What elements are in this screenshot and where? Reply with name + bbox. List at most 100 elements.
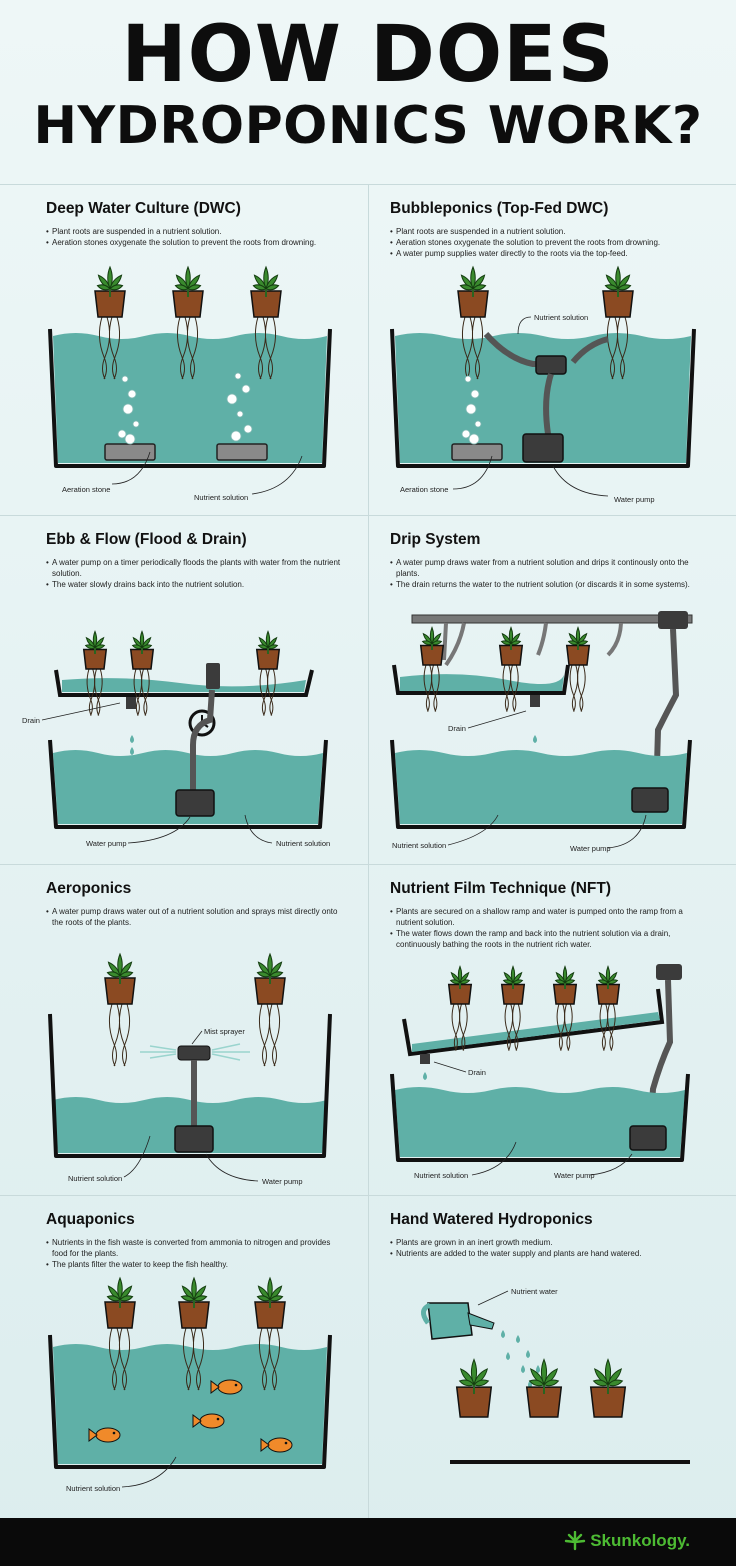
- label-nutrient-solution: Nutrient solution: [414, 1171, 468, 1180]
- bullet-list: Plant roots are suspended in a nutrient …: [46, 226, 346, 248]
- panel-heading: Hand Watered Hydroponics: [390, 1211, 593, 1228]
- title-line-2: HYDROPONICS WORK?: [33, 96, 703, 156]
- fish-icon: [88, 1427, 121, 1443]
- plant-pot: [595, 983, 621, 1005]
- air-bubble: [465, 403, 477, 415]
- bullet-list: A water pump on a timer periodically flo…: [46, 557, 346, 590]
- bullet: Aeration stones oxygenate the solution t…: [390, 237, 710, 248]
- panel-dwc: Deep Water Culture (DWC) Plant roots are…: [0, 184, 368, 532]
- cannabis-leaf-icon: [96, 265, 124, 297]
- panel-heading: Aquaponics: [46, 1211, 135, 1228]
- air-bubble: [234, 372, 242, 380]
- bullet: Aeration stones oxygenate the solution t…: [46, 237, 346, 248]
- nutrient-solution-water: [53, 750, 323, 824]
- air-bubble: [124, 433, 136, 445]
- cannabis-leaf-icon: [106, 952, 134, 984]
- cannabis-leaf-icon: [421, 626, 443, 650]
- plant-pot: [525, 1386, 563, 1418]
- ebb-flow-diagram: Drain Water pump Nutrient solution: [22, 630, 330, 848]
- panel-ebb-flow: Ebb & Flow (Flood & Drain) A water pump …: [0, 515, 368, 863]
- label-nutrient-solution: Nutrient solution: [276, 839, 330, 848]
- bullet: A water pump on a timer periodically flo…: [46, 557, 346, 579]
- plant-pot: [255, 648, 281, 670]
- cannabis-leaf-icon: [256, 1276, 284, 1308]
- cannabis-leaf-icon: [597, 965, 619, 989]
- air-bubble: [464, 375, 472, 383]
- air-bubble: [230, 430, 242, 442]
- bullet: A water pump supplies water directly to …: [390, 248, 710, 259]
- cannabis-leaf-icon: [180, 1276, 208, 1308]
- cannabis-leaf-icon: [458, 1358, 490, 1394]
- brand-name: Skunkology.: [590, 1531, 690, 1550]
- plant-pot: [254, 1301, 286, 1329]
- air-bubble: [461, 429, 471, 439]
- leaf-icon: [564, 1531, 586, 1551]
- label-drain: Drain: [448, 724, 466, 733]
- plant-pot: [178, 1301, 210, 1329]
- panel-heading: Nutrient Film Technique (NFT): [390, 880, 612, 897]
- panel-nft: Nutrient Film Technique (NFT) Plants are…: [368, 864, 736, 1212]
- air-bubble: [127, 389, 137, 399]
- air-bubble: [117, 429, 127, 439]
- panel-aeroponics: Aeroponics A water pump draws water out …: [0, 864, 368, 1212]
- aeration-stone: [104, 443, 156, 461]
- air-bubble: [236, 410, 244, 418]
- water-pump: [174, 1125, 214, 1153]
- cannabis-leaf-icon: [174, 265, 202, 297]
- bullet: Plant roots are suspended in a nutrient …: [46, 226, 346, 237]
- air-bubble: [132, 420, 140, 428]
- bullet-list: A water pump draws water from a nutrient…: [390, 557, 710, 590]
- aquaponics-diagram: Nutrient solution: [48, 1276, 332, 1493]
- plant-pot: [250, 290, 282, 318]
- aeration-stone: [451, 443, 503, 461]
- bullet: Nutrients in the fish waste is converted…: [46, 1237, 346, 1259]
- label-nutrient-solution: Nutrient solution: [66, 1484, 120, 1493]
- bullet: Plants are grown in an inert growth medi…: [390, 1237, 710, 1248]
- bubbleponics-diagram: Nutrient solution Aeration stone Water p…: [390, 265, 696, 504]
- nutrient-solution-water: [53, 1097, 327, 1153]
- plant-pot: [129, 648, 155, 670]
- divider: [368, 184, 369, 1518]
- water-pump: [175, 789, 215, 817]
- air-bubble: [468, 433, 480, 445]
- bullet-list: Plants are grown in an inert growth medi…: [390, 1237, 710, 1259]
- plant-pot: [104, 977, 136, 1005]
- nutrient-solution-water: [395, 1087, 685, 1157]
- watering-can-icon: [421, 1302, 495, 1340]
- nutrient-solution-water: [395, 750, 687, 824]
- plant-pot: [419, 644, 445, 666]
- plant-pot: [172, 290, 204, 318]
- label-aeration-stone: Aeration stone: [62, 485, 110, 494]
- water-drop: [521, 1365, 525, 1373]
- plant-pot: [589, 1386, 627, 1418]
- label-water-pump: Water pump: [554, 1171, 595, 1180]
- cannabis-leaf-icon: [567, 626, 589, 650]
- cannabis-leaf-icon: [528, 1358, 560, 1394]
- dwc-diagram: Aeration stone Nutrient solution: [48, 265, 332, 502]
- plant-pot: [254, 977, 286, 1005]
- water-pump: [631, 787, 669, 813]
- bullet: The water flows down the ramp and back i…: [390, 928, 710, 950]
- aeration-stone: [216, 443, 268, 461]
- label-water-pump: Water pump: [86, 839, 127, 848]
- bullet-list: A water pump draws water out of a nutrie…: [46, 906, 346, 928]
- water-drop: [501, 1330, 505, 1338]
- splitter: [535, 355, 567, 375]
- plant-pot: [82, 648, 108, 670]
- cannabis-leaf-icon: [256, 952, 284, 984]
- plant-pot: [498, 644, 524, 666]
- panel-hand-watered: Hand Watered Hydroponics Plants are grow…: [368, 1195, 736, 1543]
- label-nutrient-water: Nutrient water: [511, 1287, 558, 1296]
- plant-pot: [94, 290, 126, 318]
- label-mist-sprayer: Mist sprayer: [204, 1027, 245, 1036]
- label-nutrient-solution: Nutrient solution: [194, 493, 248, 502]
- panel-heading: Deep Water Culture (DWC): [46, 200, 241, 217]
- air-bubble: [474, 420, 482, 428]
- cannabis-leaf-icon: [592, 1358, 624, 1394]
- cannabis-leaf-icon: [554, 965, 576, 989]
- fish-icon: [260, 1437, 293, 1453]
- brand-logo[interactable]: Skunkology.: [564, 1531, 690, 1551]
- fish-icon: [192, 1413, 225, 1429]
- panel-aquaponics: Aquaponics Nutrients in the fish waste i…: [0, 1195, 368, 1543]
- bullet: The water slowly drains back into the nu…: [46, 579, 346, 590]
